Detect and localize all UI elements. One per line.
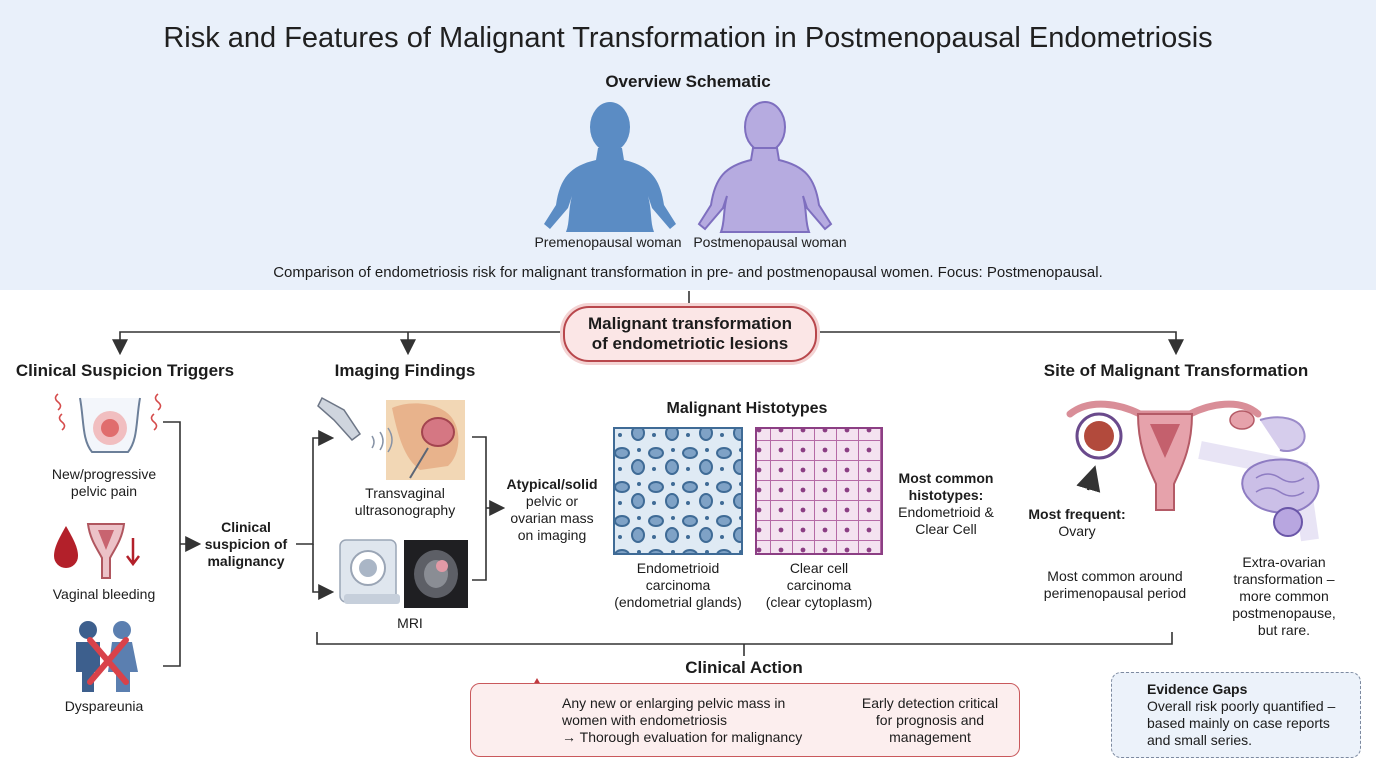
couple-icon <box>76 621 138 692</box>
postmenopausal-label: Postmenopausal woman <box>693 234 847 250</box>
overview-heading: Overview Schematic <box>605 72 771 91</box>
imaging-mass-label: Atypical/solid pelvic or ovarian mass on… <box>506 476 598 543</box>
overview-caption: Comparison of endometriosis risk for mal… <box>273 264 1103 281</box>
clinical-heading: Clinical Suspicion Triggers <box>15 361 235 380</box>
central-node-text: Malignant transformation of endometrioti… <box>587 314 792 353</box>
overview-band <box>0 0 1376 290</box>
mri-label: MRI <box>397 615 423 631</box>
clinical-action-box <box>470 683 1020 757</box>
most-frequent-label: Most frequent:Ovary <box>1028 506 1126 539</box>
endometrioid-histology-image <box>613 427 743 555</box>
page-title: Risk and Features of Malignant Transform… <box>163 22 1213 54</box>
common-histotypes-label: Most common histotypes: Endometrioid & C… <box>898 470 994 537</box>
evidence-gaps-box <box>1111 672 1361 758</box>
postmenopausal-figure-icon <box>697 101 833 233</box>
blood-drop-icon <box>54 526 78 568</box>
premenopausal-figure-icon <box>544 102 676 232</box>
dyspareunia-label: Dyspareunia <box>64 698 144 714</box>
mri-icon <box>339 539 468 608</box>
imaging-heading: Imaging Findings <box>334 361 476 380</box>
premenopausal-label: Premenopausal woman <box>534 234 682 250</box>
intestine-icon <box>1198 416 1320 542</box>
vaginal-bleeding-label: Vaginal bleeding <box>52 586 156 602</box>
pelvic-pain-icon <box>54 393 162 453</box>
evidence-heading: Evidence Gaps <box>1147 681 1248 697</box>
site-heading: Site of Malignant Transformation <box>1043 361 1309 380</box>
evidence-text: Overall risk poorly quantified –based ma… <box>1147 698 1336 748</box>
central-node <box>563 306 817 362</box>
histotypes-heading: Malignant Histotypes <box>666 400 828 417</box>
uterus-icon <box>86 523 140 579</box>
uterus-ovary-icon <box>1066 400 1262 511</box>
ultrasound-icon <box>317 396 465 480</box>
clear-cell-histology-image <box>755 427 883 555</box>
action-heading: Clinical Action <box>685 658 803 677</box>
